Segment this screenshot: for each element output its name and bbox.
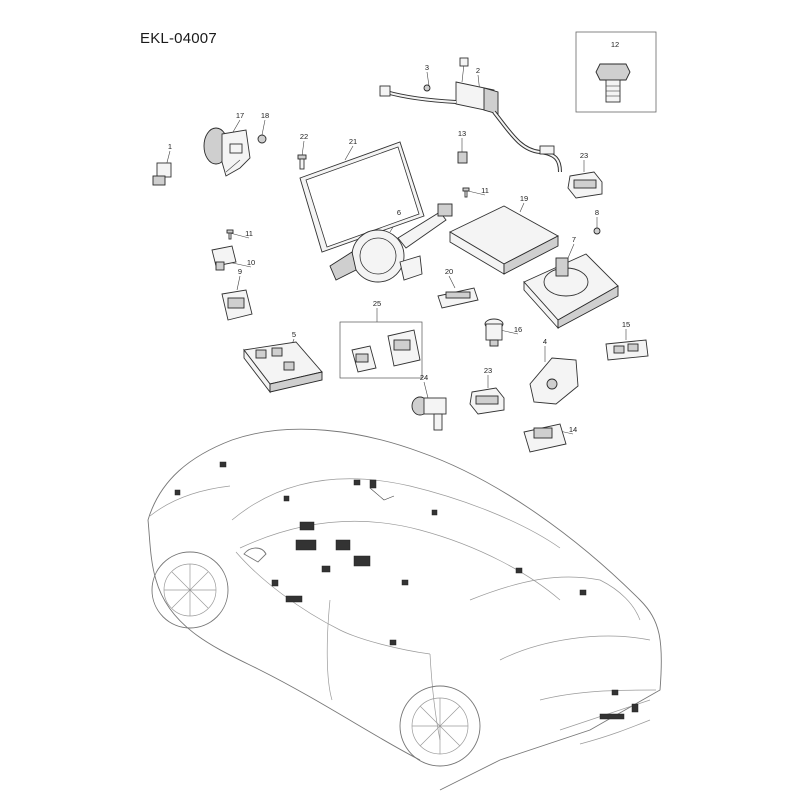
callout-c7: 7 (572, 235, 576, 244)
callout-c5: 5 (292, 330, 296, 339)
callout-c11b: 11 (481, 186, 489, 195)
leader-c7 (567, 243, 575, 259)
leader-c11b (467, 190, 486, 196)
callout-c23a: 23 (580, 151, 588, 160)
part-13-clip (457, 151, 468, 164)
callout-c15: 15 (622, 320, 630, 329)
leader-c11a (229, 232, 250, 239)
part-21-display (299, 141, 425, 253)
part-3-bolt (423, 84, 431, 92)
part-20-switch-panel (437, 287, 479, 309)
part-6-column-switch (329, 203, 453, 283)
part-17-bracket (203, 127, 251, 177)
leader-c9 (236, 275, 241, 291)
callout-c8: 8 (595, 208, 599, 217)
callout-c6: 6 (397, 208, 401, 217)
part-23-switch-upper (567, 171, 603, 199)
callout-c13: 13 (458, 129, 466, 138)
callout-c10: 10 (247, 258, 255, 267)
leader-c21 (344, 145, 354, 161)
callout-c3: 3 (425, 63, 429, 72)
callout-c11a: 11 (245, 229, 253, 238)
callout-c19: 19 (520, 194, 528, 203)
part-19-ecu (449, 205, 559, 275)
part-11-screw-right (462, 187, 470, 198)
part-5-window-switch (243, 341, 323, 394)
callout-c17: 17 (236, 111, 244, 120)
part-12-bolt-box (575, 31, 657, 113)
part-14-switch (523, 423, 567, 453)
part-23-switch-lower (469, 387, 505, 415)
part-9-switch (221, 289, 253, 321)
callout-c18: 18 (261, 111, 269, 120)
part-4-bracket (529, 357, 579, 405)
part-15-switch (605, 339, 649, 361)
part-10-bracket (211, 245, 237, 271)
callout-c23b: 23 (484, 366, 492, 375)
leader-c17 (232, 119, 241, 133)
callout-c1: 1 (168, 142, 172, 151)
callout-c24: 24 (420, 373, 428, 382)
leader-c19 (519, 202, 525, 213)
callout-c22: 22 (300, 132, 308, 141)
harness-cable-left (379, 85, 457, 104)
car-part-markers (174, 461, 639, 720)
part-16-sensor (484, 318, 504, 347)
callout-c25: 25 (373, 299, 381, 308)
callout-c4: 4 (543, 337, 547, 346)
leader-c22 (301, 140, 305, 157)
callout-c14: 14 (569, 425, 577, 434)
leader-c24 (423, 381, 429, 399)
leader-c16 (499, 329, 519, 335)
part-7-gear-selector (523, 253, 619, 330)
part-25-switch-box (339, 321, 423, 379)
part-2-control-module (455, 57, 499, 115)
diagram-code: EKL-04007 (140, 30, 217, 47)
callout-c9: 9 (238, 267, 242, 276)
leader-c20 (448, 275, 456, 289)
leader-c18 (261, 119, 266, 136)
part-11-screw-left (226, 229, 234, 240)
part-24-actuator (411, 396, 447, 431)
part-8-bolt (593, 227, 601, 235)
part-1-connector (152, 162, 172, 186)
callout-c12: 12 (611, 40, 619, 49)
callout-c21: 21 (349, 137, 357, 146)
callout-c20: 20 (445, 267, 453, 276)
leader-c3 (426, 71, 430, 87)
car-illustration (147, 428, 662, 791)
part-22-screw (297, 154, 307, 170)
callout-c2: 2 (476, 66, 480, 75)
part-18-nut (257, 134, 267, 144)
callout-c16: 16 (514, 325, 522, 334)
harness-cable-right (492, 110, 562, 173)
